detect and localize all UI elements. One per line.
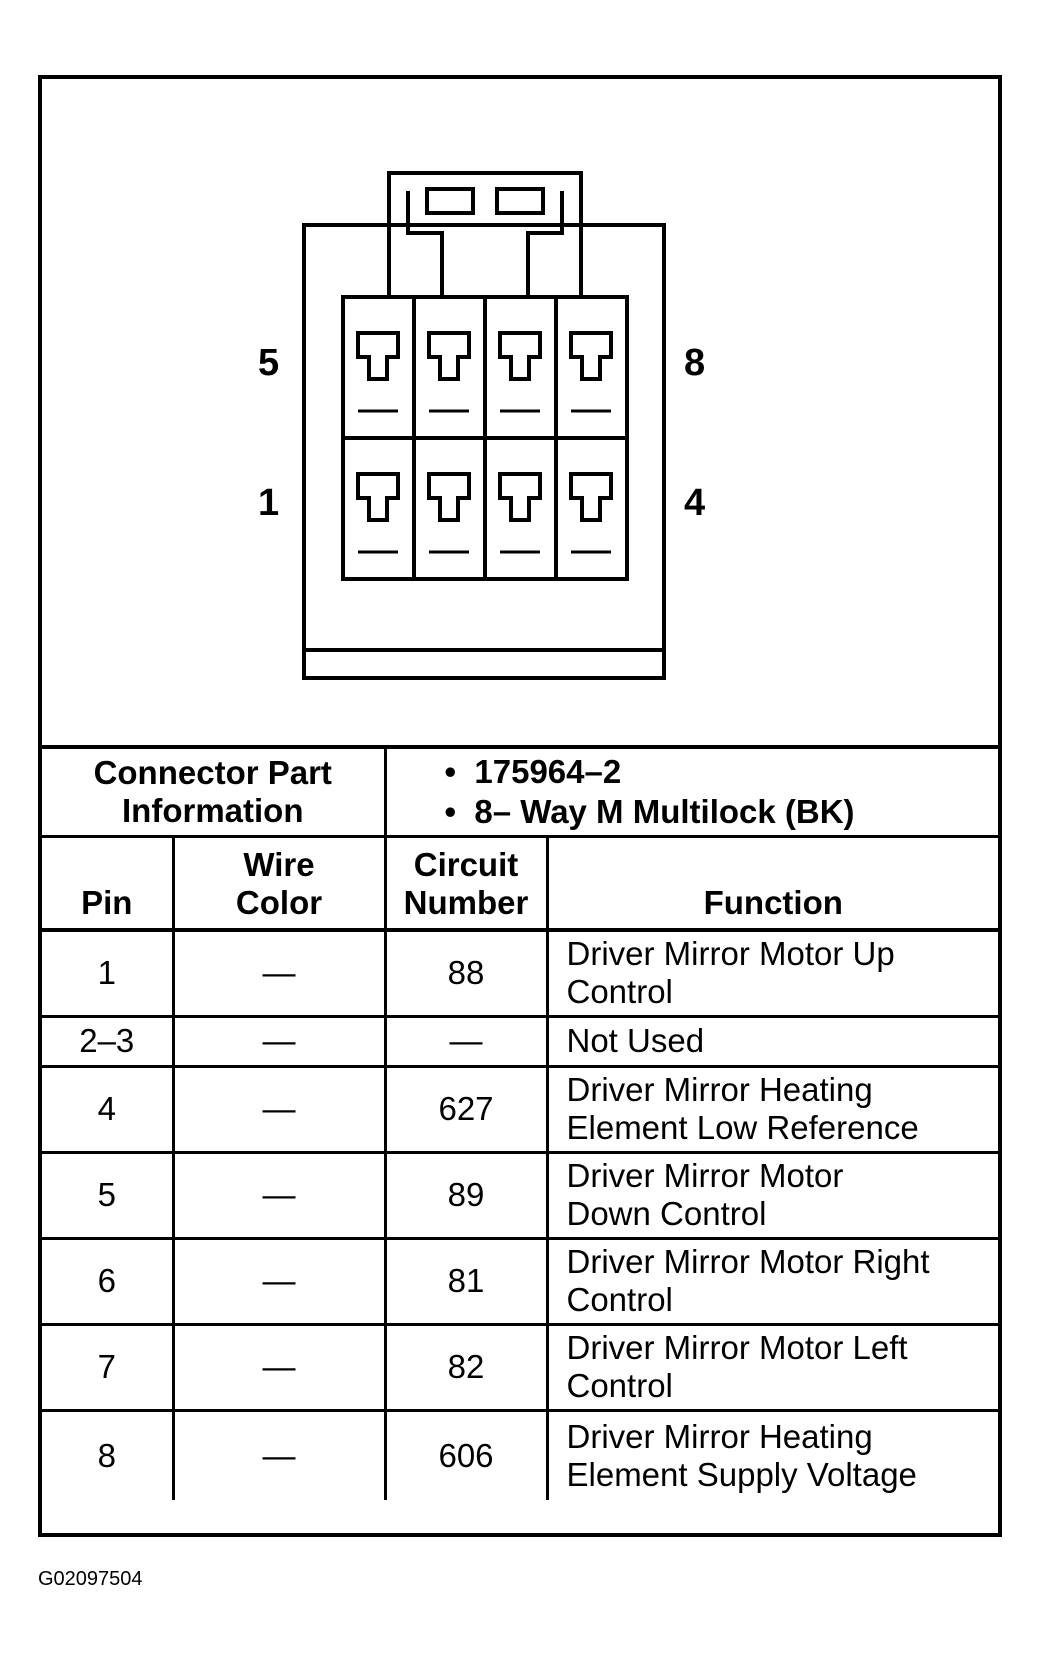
function-cell: Driver Mirror Motor Left Control <box>545 1322 999 1412</box>
latch-inner-right <box>526 191 564 297</box>
header-pin: Pin <box>42 835 175 930</box>
wire-color-cell: — <box>171 1236 387 1326</box>
terminal-cavity-icon <box>498 331 542 381</box>
wire-color-cell: — <box>171 1150 387 1240</box>
terminal-cavity-icon <box>427 472 471 522</box>
terminal-cavity-icon <box>498 472 542 522</box>
header-wire-color: Wire Color <box>171 835 387 930</box>
table-header-row: Pin Wire Color Circuit Number Function <box>42 835 999 930</box>
figure-id: G02097504 <box>38 1568 143 1590</box>
pin-cell: 6 <box>42 1236 175 1326</box>
pin-cell: 2–3 <box>42 1014 175 1068</box>
terminal-cavity-icon <box>427 331 471 381</box>
terminal-cavity-icon <box>356 472 400 522</box>
wire-color-cell: — <box>171 1408 387 1500</box>
circuit-number-cell: 606 <box>383 1408 549 1500</box>
function-cell: Driver Mirror Motor Up Control <box>545 928 999 1018</box>
latch-inner-left <box>406 191 444 297</box>
circuit-number-cell: 82 <box>383 1322 549 1412</box>
function-cell: Not Used <box>545 1014 999 1068</box>
pin-cell: 5 <box>42 1150 175 1240</box>
latch-window-left <box>425 187 475 215</box>
connector-latch <box>387 171 583 227</box>
terminal-cavity-icon <box>569 472 613 522</box>
pin-label-4: 4 <box>684 482 706 524</box>
circuit-number-cell: 627 <box>383 1064 549 1154</box>
connector-pinout-table: Connector Part Information • 175964–2 • … <box>42 745 999 1500</box>
wire-color-cell: — <box>171 928 387 1018</box>
circuit-number-cell: 89 <box>383 1150 549 1240</box>
circuit-number-cell: — <box>383 1014 549 1068</box>
pin-label-5: 5 <box>258 342 280 384</box>
function-cell: Driver Mirror Motor Down Control <box>545 1150 999 1240</box>
function-cell: Driver Mirror Heating Element Supply Vol… <box>545 1408 999 1500</box>
wire-color-cell: — <box>171 1064 387 1154</box>
pin-cell: 7 <box>42 1322 175 1412</box>
connector-face-diagram <box>302 171 666 680</box>
part-info-item: • 8– Way M Multilock (BK) <box>444 793 855 830</box>
header-circuit-number: Circuit Number <box>383 835 549 930</box>
diagram-frame: 5 1 8 4 Connector Part Information • 175… <box>38 75 1002 1537</box>
pin-label-1: 1 <box>258 482 280 524</box>
terminal-cavity-icon <box>569 331 613 381</box>
function-cell: Driver Mirror Heating Element Low Refere… <box>545 1064 999 1154</box>
circuit-number-cell: 88 <box>383 928 549 1018</box>
part-info-item: • 175964–2 <box>444 753 622 790</box>
circuit-number-cell: 81 <box>383 1236 549 1326</box>
connector-part-info-label: Connector Part Information <box>93 754 332 829</box>
pin-label-8: 8 <box>684 342 706 384</box>
function-cell: Driver Mirror Motor Right Control <box>545 1236 999 1326</box>
connector-part-info-values: • 175964–2 • 8– Way M Multilock (BK) <box>383 745 999 838</box>
header-function: Function <box>545 835 999 930</box>
connector-part-info-row: Connector Part Information • 175964–2 • … <box>42 745 999 838</box>
wire-color-cell: — <box>171 1014 387 1068</box>
latch-window-right <box>495 187 545 215</box>
pin-cell: 4 <box>42 1064 175 1154</box>
pin-cell: 8 <box>42 1408 175 1500</box>
table-row: 2–3——Not Used <box>42 1014 999 1068</box>
connector-part-info-title: Connector Part Information <box>42 745 387 838</box>
terminal-cavity-icon <box>356 331 400 381</box>
wire-color-cell: — <box>171 1322 387 1412</box>
pin-cell: 1 <box>42 928 175 1018</box>
